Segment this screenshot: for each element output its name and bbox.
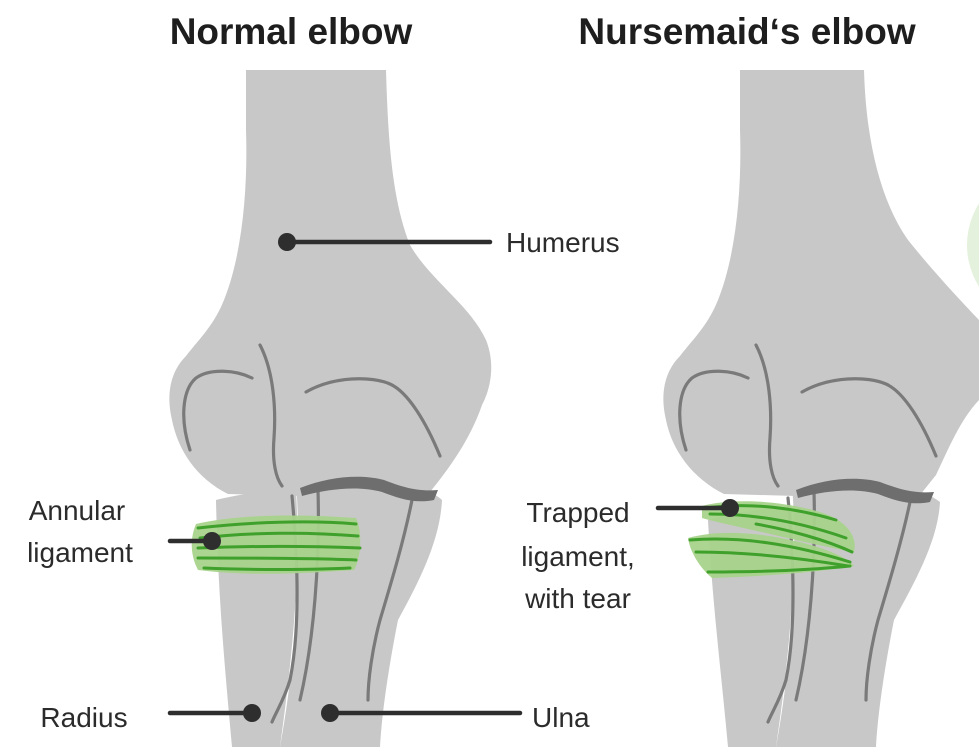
radius-label: Radius	[40, 702, 127, 733]
annular-ligament-label-line1: Annular	[29, 495, 126, 526]
callout-dot	[203, 532, 221, 550]
nursemaids-elbow-panel: Nursemaid‘s elbow	[521, 11, 979, 747]
humerus-bone	[663, 70, 979, 496]
humerus-label: Humerus	[506, 227, 620, 258]
ligament-fiber	[204, 568, 350, 570]
radius-callout: Radius	[40, 702, 261, 733]
normal-elbow-illustration	[169, 70, 491, 747]
trapped-ligament-label-line3: with tear	[524, 583, 631, 614]
annular-ligament-label-line2: ligament	[27, 537, 133, 568]
trapped-ligament-label-line1: Trapped	[526, 497, 629, 528]
callout-dot	[243, 704, 261, 722]
humerus-bone	[169, 70, 491, 496]
callout-dot	[721, 499, 739, 517]
annular-ligament-callout: Annular ligament	[27, 495, 221, 568]
nursemaids-elbow-illustration	[663, 70, 979, 747]
normal-elbow-panel: Normal elbow	[27, 11, 620, 747]
normal-elbow-title: Normal elbow	[170, 11, 413, 52]
decorative-circle	[967, 167, 979, 323]
ulna-label: Ulna	[532, 702, 590, 733]
ligament-fiber	[198, 547, 360, 549]
trapped-ligament-label-line2: ligament,	[521, 541, 635, 572]
nursemaids-elbow-title: Nursemaid‘s elbow	[578, 11, 915, 52]
